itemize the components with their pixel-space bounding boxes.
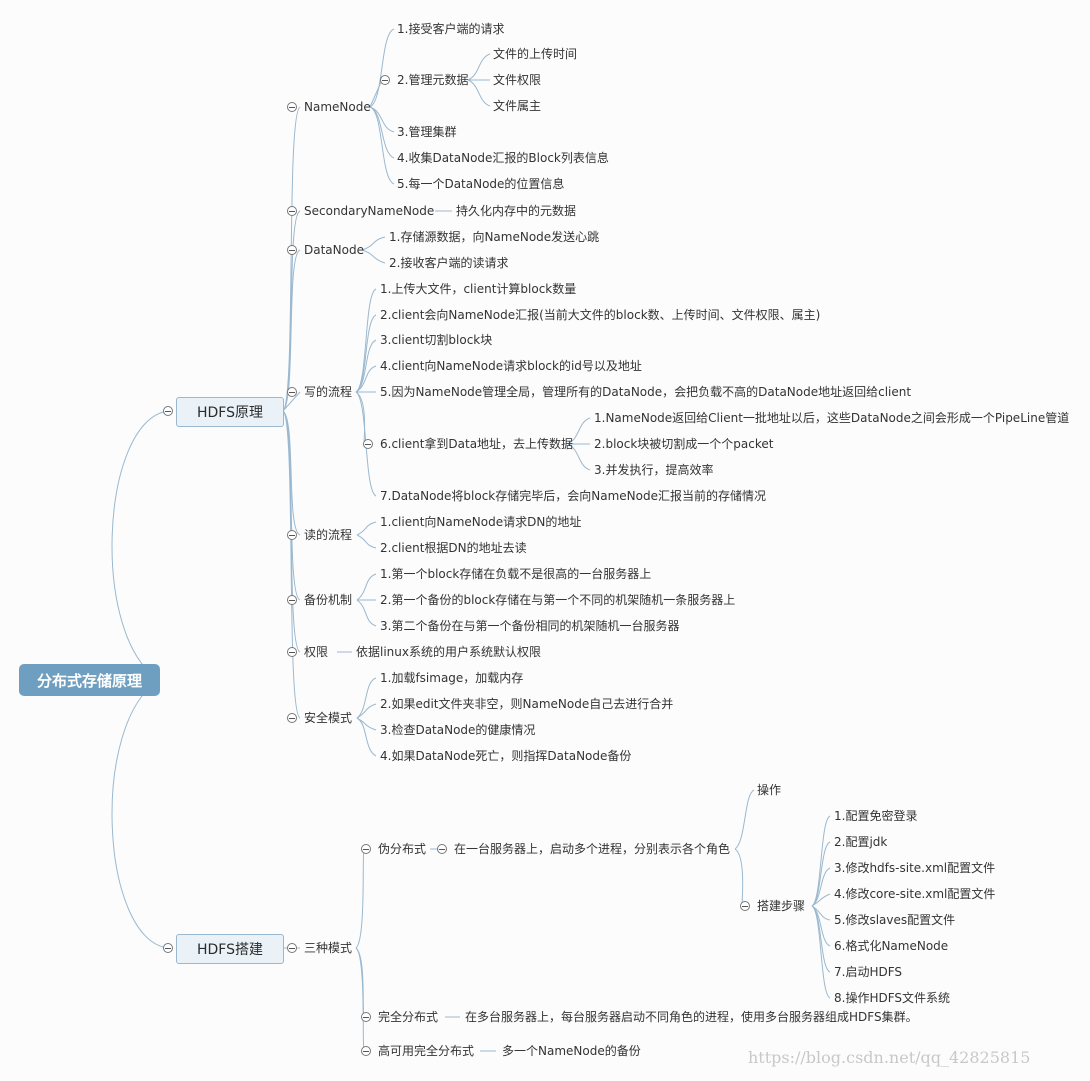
safemode-item[interactable]: 1.加载fsimage，加载内存 [380, 671, 524, 685]
collapse-icon[interactable] [363, 439, 373, 449]
read-item[interactable]: 2.client根据DN的地址去读 [380, 541, 527, 555]
collapse-icon[interactable] [361, 1012, 371, 1022]
secondary-note[interactable]: 持久化内存中的元数据 [456, 204, 577, 218]
collapse-icon[interactable] [361, 844, 371, 854]
metadata-item[interactable]: 文件权限 [493, 73, 542, 87]
backup-item[interactable]: 1.第一个block存储在负载不是很高的一台服务器上 [380, 567, 652, 581]
setup-step[interactable]: 1.配置免密登录 [834, 809, 918, 823]
backup-item[interactable]: 3.第二个备份在与第一个备份相同的机架随机一台服务器 [380, 619, 680, 633]
upload-item[interactable]: 2.block块被切割成一个个packet [594, 437, 774, 451]
collapse-icon[interactable] [287, 387, 297, 397]
namenode-item[interactable]: 3.管理集群 [397, 125, 457, 139]
collapse-icon[interactable] [287, 713, 297, 723]
safemode-item[interactable]: 4.如果DataNode死亡，则指挥DataNode备份 [380, 749, 632, 763]
node-backup[interactable]: 备份机制 [304, 593, 353, 607]
setup-step[interactable]: 6.格式化NameNode [834, 939, 949, 953]
ha-desc[interactable]: 多一个NameNode的备份 [502, 1044, 641, 1058]
collapse-icon[interactable] [740, 901, 750, 911]
datanode-item[interactable]: 2.接收客户端的读请求 [389, 256, 509, 270]
datanode-item[interactable]: 1.存储源数据，向NameNode发送心跳 [389, 230, 600, 244]
setup-step[interactable]: 5.修改slaves配置文件 [834, 913, 956, 927]
write-item[interactable]: 3.client切割block块 [380, 333, 493, 347]
node-setup-steps[interactable]: 搭建步骤 [757, 899, 806, 913]
node-datanode[interactable]: DataNode [304, 243, 364, 257]
upload-item[interactable]: 3.并发执行，提高效率 [594, 463, 714, 477]
node-modes[interactable]: 三种模式 [304, 941, 353, 955]
node-safemode[interactable]: 安全模式 [304, 711, 353, 725]
collapse-icon[interactable] [163, 406, 173, 416]
collapse-icon[interactable] [437, 844, 447, 854]
pseudo-desc[interactable]: 在一台服务器上，启动多个进程，分别表示各个角色 [454, 842, 731, 856]
collapse-icon[interactable] [163, 943, 173, 953]
write-item[interactable]: 2.client会向NameNode汇报(当前大文件的block数、上传时间、文… [380, 308, 821, 322]
collapse-icon[interactable] [287, 206, 297, 216]
watermark: https://blog.csdn.net/qq_42825815 [748, 1048, 1031, 1067]
setup-step[interactable]: 8.操作HDFS文件系统 [834, 991, 951, 1005]
node-secondary-namenode[interactable]: SecondaryNameNode [304, 204, 435, 218]
node-write-flow[interactable]: 写的流程 [304, 385, 353, 399]
namenode-item[interactable]: 1.接受客户端的请求 [397, 22, 505, 36]
read-item[interactable]: 1.client向NameNode请求DN的地址 [380, 515, 582, 529]
setup-step[interactable]: 2.配置jdk [834, 835, 888, 849]
collapse-icon[interactable] [287, 647, 297, 657]
safemode-item[interactable]: 2.如果edit文件夹非空，则NameNode自己去进行合并 [380, 697, 674, 711]
node-pseudo-distributed[interactable]: 伪分布式 [378, 842, 427, 856]
setup-step[interactable]: 4.修改core-site.xml配置文件 [834, 887, 996, 901]
metadata-item[interactable]: 文件的上传时间 [493, 47, 578, 61]
write-item[interactable]: 1.上传大文件，client计算block数量 [380, 282, 577, 296]
write-item[interactable]: 7.DataNode将block存储完毕后，会向NameNode汇报当前的存储情… [380, 489, 766, 503]
collapse-icon[interactable] [287, 595, 297, 605]
metadata-item[interactable]: 文件属主 [493, 99, 542, 113]
collapse-icon[interactable] [287, 530, 297, 540]
write-item[interactable]: 6.client拿到Data地址，去上传数据 [380, 437, 574, 451]
branch-hdfs-principle[interactable]: HDFS原理 [176, 397, 284, 427]
namenode-item[interactable]: 4.收集DataNode汇报的Block列表信息 [397, 151, 609, 165]
setup-step[interactable]: 3.修改hdfs-site.xml配置文件 [834, 861, 996, 875]
safemode-item[interactable]: 3.检查DataNode的健康情况 [380, 723, 536, 737]
full-desc[interactable]: 在多台服务器上，每台服务器启动不同角色的进程，使用多台服务器组成HDFS集群。 [465, 1010, 918, 1024]
collapse-icon[interactable] [380, 75, 390, 85]
namenode-item[interactable]: 2.管理元数据 [397, 73, 469, 87]
pseudo-operation[interactable]: 操作 [757, 783, 782, 797]
root-node[interactable]: 分布式存储原理 [19, 664, 160, 696]
node-fully-distributed[interactable]: 完全分布式 [378, 1010, 439, 1024]
namenode-item[interactable]: 5.每一个DataNode的位置信息 [397, 177, 565, 191]
collapse-icon[interactable] [287, 245, 297, 255]
collapse-icon[interactable] [287, 943, 297, 953]
backup-item[interactable]: 2.第一个备份的block存储在与第一个不同的机架随机一条服务器上 [380, 593, 736, 607]
write-item[interactable]: 4.client向NameNode请求block的id号以及地址 [380, 359, 642, 373]
node-namenode[interactable]: NameNode [304, 100, 371, 114]
branch-hdfs-setup[interactable]: HDFS搭建 [176, 934, 284, 964]
permission-note[interactable]: 依据linux系统的用户系统默认权限 [356, 645, 541, 659]
upload-item[interactable]: 1.NameNode返回给Client一批地址以后，这些DataNode之间会形… [594, 411, 1070, 425]
write-item[interactable]: 5.因为NameNode管理全局，管理所有的DataNode，会把负载不高的Da… [380, 385, 912, 399]
node-read-flow[interactable]: 读的流程 [304, 528, 353, 542]
setup-step[interactable]: 7.启动HDFS [834, 965, 903, 979]
node-permission[interactable]: 权限 [304, 645, 329, 659]
collapse-icon[interactable] [361, 1046, 371, 1056]
node-ha-distributed[interactable]: 高可用完全分布式 [378, 1044, 475, 1058]
collapse-icon[interactable] [287, 102, 297, 112]
